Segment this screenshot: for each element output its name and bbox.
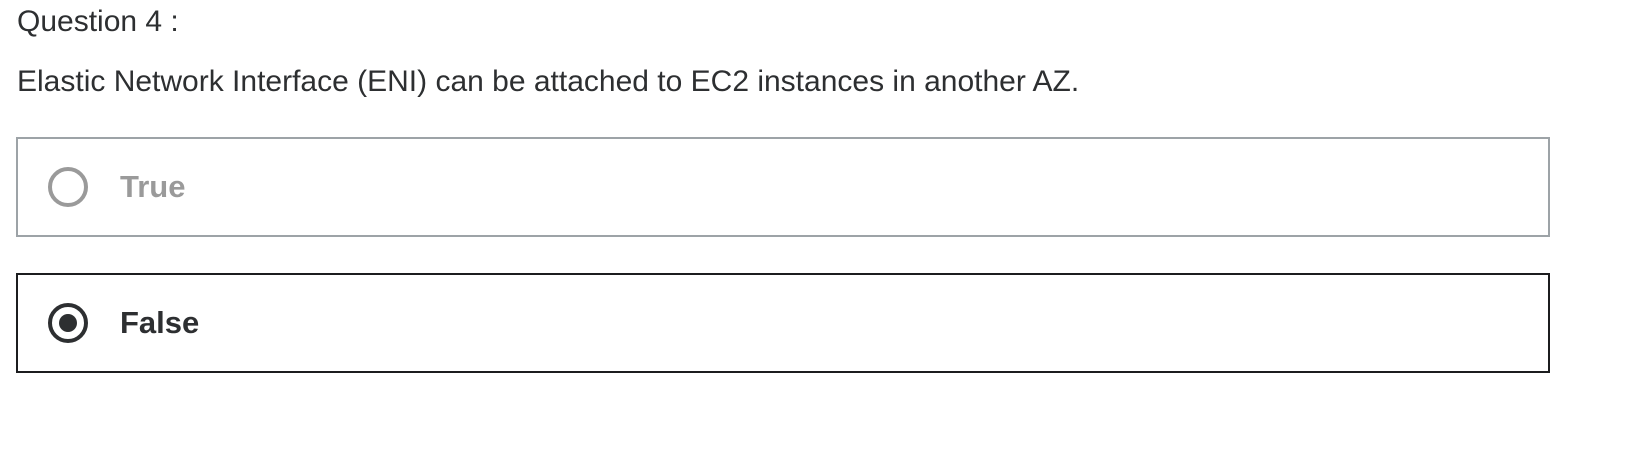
answer-option-label: True [120, 169, 186, 204]
radio-checked-icon[interactable] [48, 303, 88, 343]
radio-dot-icon [59, 314, 77, 332]
answer-option-true[interactable]: True [16, 137, 1550, 237]
question-number: Question 4 : [17, 5, 179, 38]
question-text: Elastic Network Interface (ENI) can be a… [17, 65, 1080, 98]
radio-unchecked-icon[interactable] [48, 167, 88, 207]
answer-option-false[interactable]: False [16, 273, 1550, 373]
answer-option-label: False [120, 305, 200, 340]
